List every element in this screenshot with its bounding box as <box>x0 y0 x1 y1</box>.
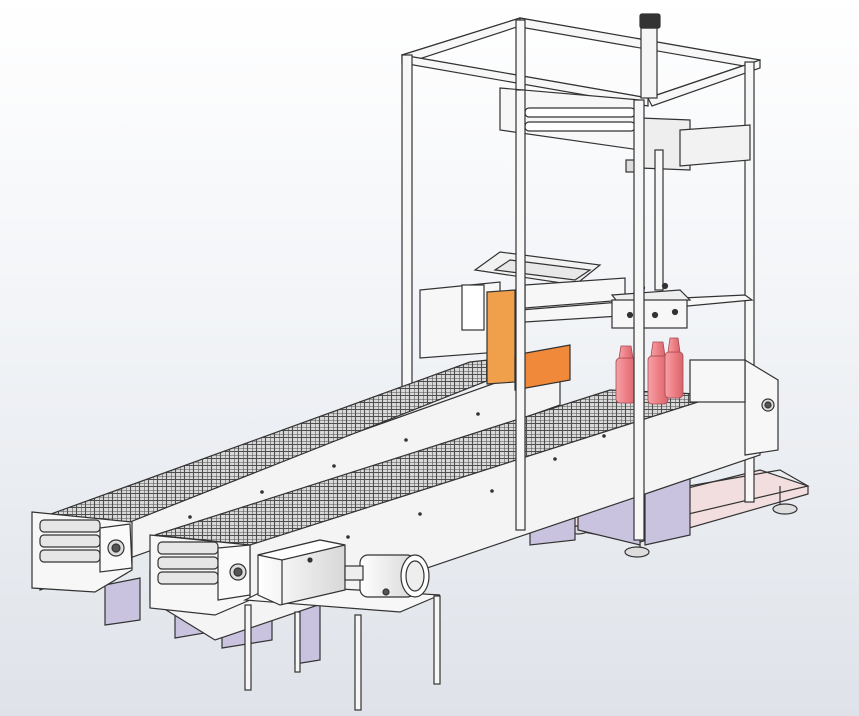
tower-frame-front <box>515 89 746 541</box>
guide-rod <box>524 107 636 118</box>
bottle <box>664 337 684 399</box>
drive-unit <box>242 539 441 711</box>
guide-rod <box>524 121 636 132</box>
bottle <box>615 345 637 404</box>
guide-plate <box>514 344 571 391</box>
bottles <box>615 337 684 405</box>
cylinder-cap <box>639 13 661 29</box>
bottle <box>647 341 669 405</box>
leveling-foot <box>772 503 798 515</box>
support-plate <box>104 577 141 626</box>
tower-frame-back <box>400 17 761 503</box>
guide-plate <box>486 289 516 385</box>
leveling-foot <box>624 546 650 558</box>
vertical-cylinder <box>640 27 658 99</box>
